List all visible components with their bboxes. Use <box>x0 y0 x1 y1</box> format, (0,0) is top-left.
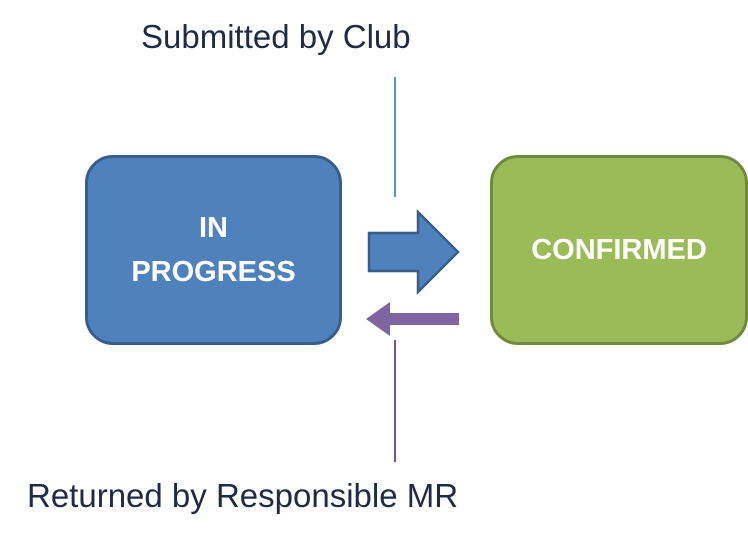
state-confirmed: CONFIRMED <box>490 155 748 345</box>
return-arrow <box>366 302 459 336</box>
submitted-by-club-label: Submitted by Club <box>141 18 411 55</box>
returned-by-responsible-mr-label: Returned by Responsible MR <box>27 477 459 514</box>
state-in-progress: IN PROGRESS <box>85 155 342 345</box>
in-progress-label-line1: IN <box>199 212 228 244</box>
forward-arrow <box>367 208 460 296</box>
confirmed-label: CONFIRMED <box>531 234 707 266</box>
in-progress-label-line2: PROGRESS <box>131 256 296 288</box>
